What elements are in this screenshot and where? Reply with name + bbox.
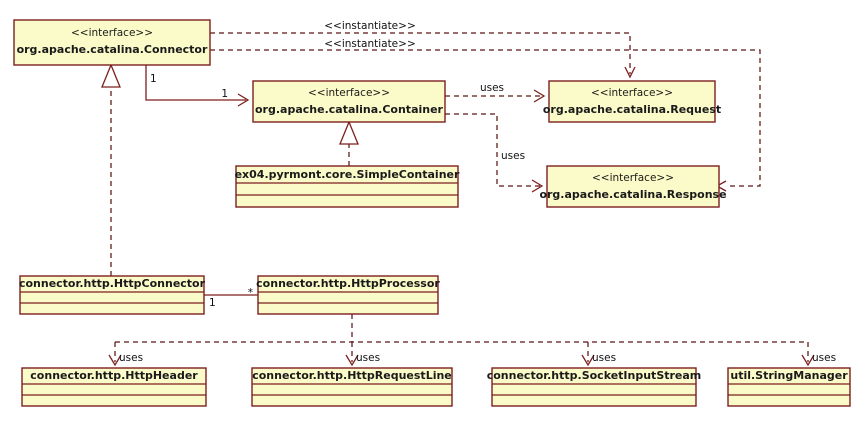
class-box-httpconnector[interactable]: connector.http.HttpConnector bbox=[19, 275, 206, 315]
class-box-rect[interactable] bbox=[13, 19, 211, 66]
class-box-rect[interactable] bbox=[548, 80, 716, 123]
edge-label-uses-stringmanager: uses bbox=[812, 352, 836, 364]
class-box-rect[interactable] bbox=[727, 367, 851, 407]
class-box-rect[interactable] bbox=[251, 367, 453, 407]
class-box-rect[interactable] bbox=[19, 275, 205, 315]
class-box-rect[interactable] bbox=[235, 165, 459, 208]
class-name: connector.http.HttpConnector bbox=[19, 277, 206, 290]
arrow-head-open bbox=[237, 93, 250, 107]
arrow-head-open bbox=[108, 354, 122, 367]
arrow-head-open bbox=[801, 354, 815, 367]
class-stereotype: <<interface>> bbox=[591, 87, 673, 99]
relationship-layer: <<instantiate>> <<instantiate>> 1 1 bbox=[101, 20, 836, 367]
multiplicity-connector-side: 1 bbox=[150, 73, 157, 85]
edge-line bbox=[445, 113, 540, 187]
class-box-connector[interactable]: <<interface>> org.apache.catalina.Connec… bbox=[13, 19, 211, 66]
edge-label-uses-httprequestline: uses bbox=[356, 352, 380, 364]
class-box-request[interactable]: <<interface>> org.apache.catalina.Reques… bbox=[543, 80, 721, 123]
multiplicity-httpprocessor-side: * bbox=[248, 287, 253, 299]
class-stereotype: <<interface>> bbox=[71, 27, 153, 39]
class-box-rect[interactable] bbox=[252, 80, 446, 123]
edge-uses-container-response: uses bbox=[445, 113, 544, 193]
multiplicity-container-side: 1 bbox=[221, 88, 228, 100]
class-box-socketinputstream[interactable]: connector.http.SocketInputStream bbox=[487, 367, 702, 407]
class-box-rect[interactable] bbox=[257, 275, 439, 315]
edge-realization-httpconnector-connector bbox=[101, 63, 121, 276]
class-name: connector.http.HttpRequestLine bbox=[252, 369, 452, 382]
edge-label-uses-request: uses bbox=[480, 82, 504, 94]
realization-triangle bbox=[101, 63, 121, 88]
edge-label-instantiate-response: <<instantiate>> bbox=[324, 38, 416, 50]
class-box-simplecontainer[interactable]: ex04.pyrmont.core.SimpleContainer bbox=[235, 165, 460, 208]
class-stereotype: <<interface>> bbox=[592, 172, 674, 184]
class-box-rect[interactable] bbox=[21, 367, 207, 407]
arrow-head-open bbox=[531, 179, 544, 193]
class-box-rect[interactable] bbox=[546, 165, 720, 208]
edge-uses-container-request: uses bbox=[445, 82, 546, 103]
class-name: org.apache.catalina.Container bbox=[255, 103, 444, 116]
arrow-head-open bbox=[581, 354, 595, 367]
arrow-head-open bbox=[624, 66, 636, 79]
class-box-container[interactable]: <<interface>> org.apache.catalina.Contai… bbox=[252, 80, 446, 123]
class-box-response[interactable]: <<interface>> org.apache.catalina.Respon… bbox=[539, 165, 727, 208]
edge-connector-container: 1 1 bbox=[145, 65, 250, 107]
edge-line bbox=[210, 32, 631, 74]
class-name: org.apache.catalina.Request bbox=[543, 103, 721, 116]
edge-realization-simplecontainer-container bbox=[339, 120, 359, 166]
edge-line bbox=[145, 65, 246, 101]
class-name: util.StringManager bbox=[730, 369, 848, 382]
edge-httpconnector-httpprocessor: 1 * bbox=[204, 287, 258, 309]
class-box-httpprocessor[interactable]: connector.http.HttpProcessor bbox=[256, 275, 440, 315]
class-box-stringmanager[interactable]: util.StringManager bbox=[727, 367, 851, 407]
class-name: org.apache.catalina.Connector bbox=[17, 43, 208, 56]
edge-line bbox=[210, 49, 761, 187]
class-name: connector.http.SocketInputStream bbox=[487, 369, 702, 382]
arrow-head-open bbox=[533, 89, 546, 103]
realization-triangle bbox=[339, 120, 359, 145]
class-stereotype: <<interface>> bbox=[308, 87, 390, 99]
arrow-head-open bbox=[345, 354, 359, 367]
class-name: org.apache.catalina.Response bbox=[539, 188, 726, 201]
class-name: connector.http.HttpProcessor bbox=[256, 277, 440, 290]
edge-label-uses-response: uses bbox=[501, 150, 525, 162]
class-name: ex04.pyrmont.core.SimpleContainer bbox=[235, 168, 460, 181]
edge-uses-bus: uses uses uses uses bbox=[108, 314, 836, 367]
edge-instantiate-request: <<instantiate>> bbox=[210, 20, 636, 79]
multiplicity-httpconnector-side: 1 bbox=[209, 297, 216, 309]
class-box-rect[interactable] bbox=[491, 367, 697, 407]
class-box-httprequestline[interactable]: connector.http.HttpRequestLine bbox=[251, 367, 453, 407]
edge-label-uses-socketinputstream: uses bbox=[592, 352, 616, 364]
class-box-httpheader[interactable]: connector.http.HttpHeader bbox=[21, 367, 207, 407]
edge-label-uses-httpheader: uses bbox=[119, 352, 143, 364]
edge-label-instantiate-request: <<instantiate>> bbox=[324, 20, 416, 32]
class-name: connector.http.HttpHeader bbox=[30, 369, 198, 382]
